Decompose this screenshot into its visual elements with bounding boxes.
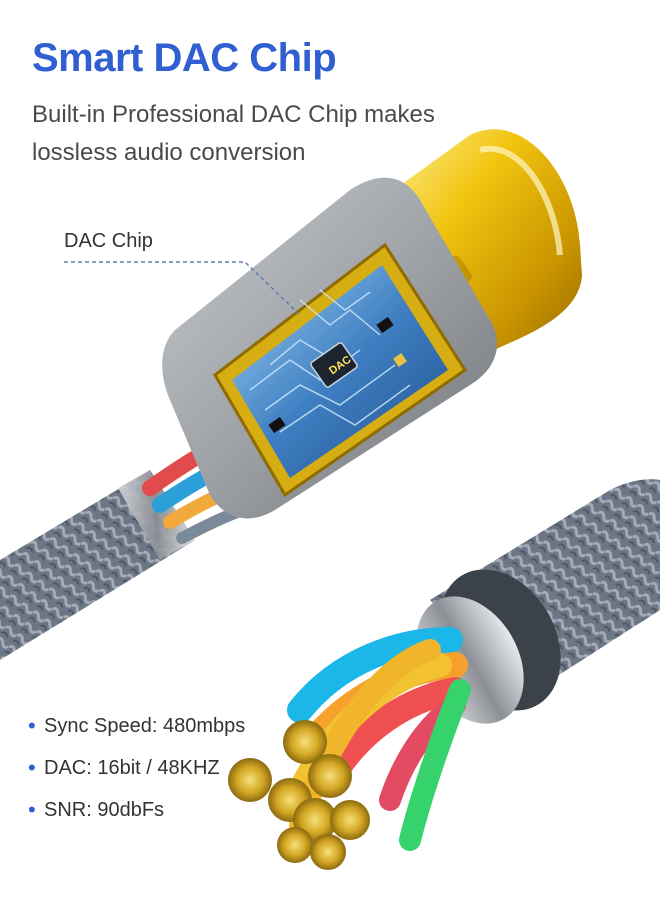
page-title: Smart DAC Chip [32,36,337,80]
bullet-icon: • [28,713,36,738]
callout-line [64,261,301,316]
dac-chip-callout-label: DAC Chip [64,230,153,252]
wire-end-caps [228,720,370,870]
spec-item-snr: • SNR: 90dbFs [28,796,245,838]
spec-text: Sync Speed: 480mbps [44,715,246,737]
spec-text: SNR: 90dbFs [44,799,165,821]
page-subtitle: Built-in Professional DAC Chip makes los… [32,101,435,166]
spec-text: DAC: 16bit / 48KHZ [44,757,220,779]
spec-list: • Sync Speed: 480mbps • DAC: 16bit / 48K… [28,712,245,838]
spec-item-dac: • DAC: 16bit / 48KHZ [28,754,245,796]
bullet-icon: • [28,755,36,780]
spec-item-sync-speed: • Sync Speed: 480mbps [28,712,245,754]
connector-housing [162,177,498,519]
bullet-icon: • [28,797,36,822]
